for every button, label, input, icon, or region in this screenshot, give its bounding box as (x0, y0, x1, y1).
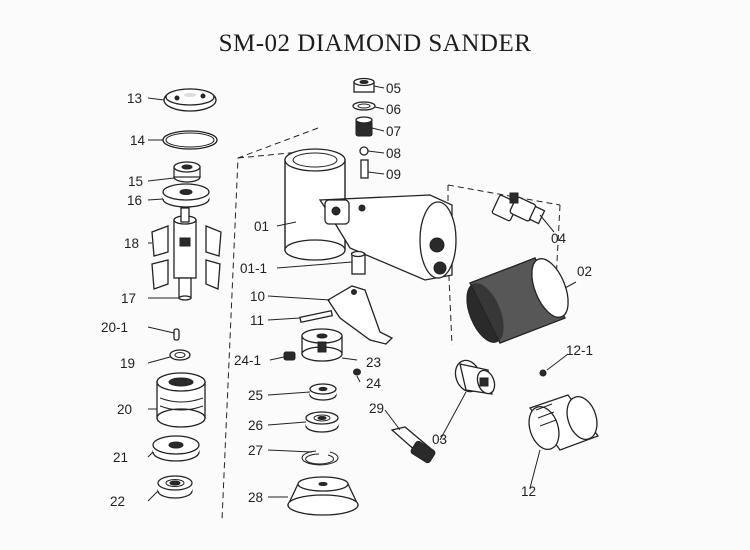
part-11-pin (299, 309, 334, 324)
part-07-spring (355, 116, 373, 137)
part-19-ring (169, 349, 191, 361)
label-10: 10 (250, 289, 265, 304)
part-16-plate (162, 183, 210, 208)
part-23-shaft-block (301, 328, 343, 362)
part-22-bearing (157, 475, 193, 499)
part-18-rotor-vanes (151, 207, 222, 290)
label-02: 02 (577, 264, 592, 279)
label-12: 12 (521, 484, 536, 499)
label-22: 22 (110, 494, 125, 509)
label-26: 26 (248, 418, 263, 433)
label-12-1: 12-1 (566, 343, 593, 358)
part-20-1-pin (173, 328, 180, 341)
label-29: 29 (369, 401, 384, 416)
part-27-circlip (301, 450, 339, 466)
part-24-nut (353, 368, 361, 376)
label-03: 03 (432, 432, 447, 447)
part-15-bearing (173, 161, 201, 183)
part-08-ball (359, 146, 369, 156)
label-23: 23 (366, 355, 381, 370)
label-28: 28 (248, 490, 263, 505)
part-06-washer (352, 101, 376, 111)
label-01: 01 (254, 219, 269, 234)
part-05-screw (353, 77, 375, 93)
part-28-pad (286, 476, 360, 516)
label-07: 07 (386, 124, 401, 139)
label-01-1: 01-1 (240, 261, 267, 276)
part-12-muffler (528, 394, 600, 451)
part-13-cap (163, 88, 217, 112)
part-26-bearing (305, 411, 339, 433)
label-24-1: 24-1 (234, 353, 261, 368)
label-18: 18 (124, 236, 139, 251)
part-02-grip-sleeve (466, 257, 569, 344)
part-25-balance (309, 383, 337, 401)
label-20-1: 20-1 (101, 320, 128, 335)
label-21: 21 (113, 450, 128, 465)
label-24: 24 (366, 376, 382, 391)
label-09: 09 (386, 167, 401, 182)
diagram-title: SM-02 DIAMOND SANDER (218, 30, 532, 57)
part-09-pin (360, 159, 369, 179)
label-19: 19 (120, 356, 135, 371)
label-11: 11 (250, 313, 264, 328)
part-24-1-set-screw (283, 351, 296, 361)
label-06: 06 (386, 102, 401, 117)
label-13: 13 (127, 91, 142, 106)
part-04-inlet-valve (491, 192, 546, 225)
label-08: 08 (386, 146, 401, 161)
part-17-shaft (178, 277, 192, 301)
label-16: 16 (127, 193, 142, 208)
part-20-cylinder (156, 372, 206, 428)
part-01-housing (284, 148, 457, 281)
label-27: 27 (248, 443, 263, 458)
label-04: 04 (551, 231, 567, 246)
label-17: 17 (121, 291, 136, 306)
label-05: 05 (386, 81, 401, 96)
part-14-o-ring (162, 130, 218, 150)
part-01-1-bushing (350, 250, 366, 275)
label-15: 15 (128, 174, 143, 189)
part-29-hex-key (390, 426, 436, 464)
part-10-lever (327, 285, 394, 345)
part-03-exhaust-fitting (454, 359, 496, 395)
label-25: 25 (248, 388, 263, 403)
part-12-1-plug (539, 369, 547, 377)
label-20: 20 (117, 402, 132, 417)
leader-lines (147, 85, 577, 502)
label-14: 14 (130, 133, 146, 148)
part-21-plate (152, 435, 200, 462)
part-labels: 13 14 15 16 18 17 20-1 19 20 21 22 05 06… (101, 81, 593, 509)
